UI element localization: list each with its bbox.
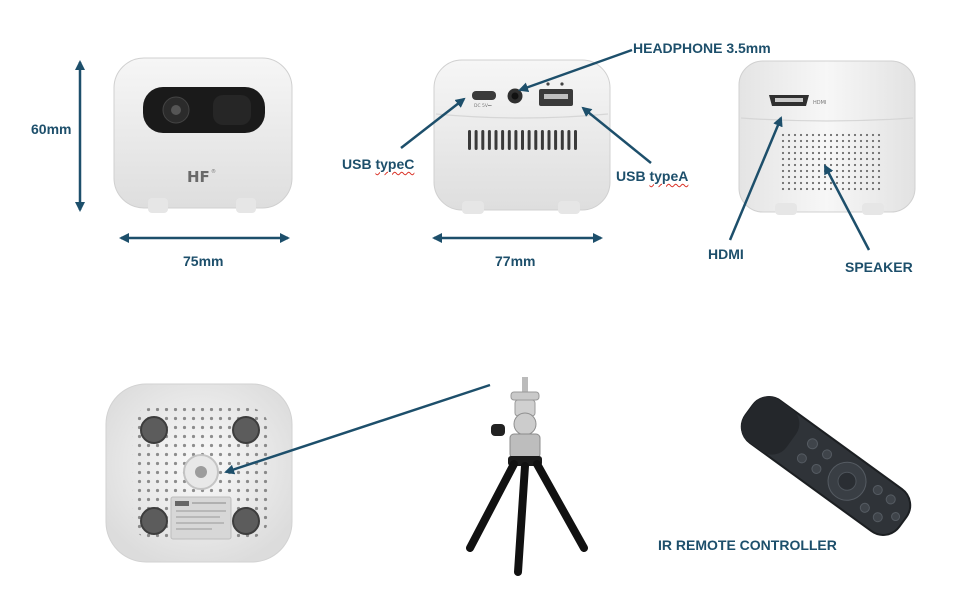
vent-slot	[494, 130, 498, 150]
svg-text:DC 5V⎓: DC 5V⎓	[474, 103, 492, 109]
usb-a-pointer	[581, 106, 652, 164]
tripod	[466, 377, 588, 576]
speaker-label: SPEAKER	[845, 259, 913, 275]
rubber-foot	[140, 416, 168, 444]
vent-slot	[468, 130, 471, 150]
headphone-pointer	[518, 48, 633, 93]
usb-a-label: USB typeA	[616, 168, 689, 184]
vent-slot	[574, 130, 577, 150]
vent-slot	[547, 130, 551, 150]
tripod-knob	[491, 424, 505, 436]
tripod-hub	[509, 433, 541, 459]
front-foot-right	[236, 198, 256, 213]
tripod-leg-right	[533, 460, 588, 552]
vent-slot	[521, 130, 524, 150]
svg-text:HDMI: HDMI	[813, 100, 826, 106]
headphone-label: HEADPHONE 3.5mm	[633, 40, 771, 56]
bottom-view	[105, 383, 293, 563]
height-label: 60mm	[31, 121, 72, 137]
ir-remote	[740, 396, 912, 536]
vent-slot	[487, 130, 491, 150]
rubber-foot	[232, 507, 260, 535]
rubber-foot	[140, 507, 168, 535]
vent-slot	[474, 130, 478, 150]
vent-slot	[540, 130, 544, 150]
ball-head	[513, 412, 537, 436]
hdmi-pointer	[728, 116, 783, 241]
tripod-mount-pointer	[224, 383, 491, 475]
vent-slot	[501, 130, 505, 150]
rubber-foot	[232, 416, 260, 444]
speaker-pointer	[823, 164, 871, 251]
remote-label: IR REMOTE CONTROLLER	[658, 537, 837, 553]
usb-c-pointer	[400, 97, 466, 149]
vent-slot	[527, 130, 531, 150]
vent-slot	[567, 130, 571, 150]
usb-c-port	[472, 91, 496, 100]
tripod-leg-left	[466, 460, 518, 552]
usb-c-label: USB typeC	[342, 156, 415, 172]
front-foot-left	[148, 198, 168, 213]
vent-slot	[507, 130, 511, 150]
vent-slot	[534, 130, 538, 150]
remote-ok-button	[837, 471, 857, 491]
tripod-screw	[522, 377, 528, 395]
remote-power-button	[806, 438, 818, 450]
speaker-grille	[780, 133, 882, 193]
vent-slot	[514, 130, 518, 150]
svg-text:®: ®	[211, 168, 216, 175]
vent-slot	[554, 130, 558, 150]
sensor-window	[213, 95, 251, 125]
side-width-label: 77mm	[495, 253, 536, 269]
vent-slot	[481, 130, 485, 150]
tripod-leg-center	[514, 462, 529, 576]
rear-view: DC 5V⎓	[433, 59, 611, 214]
side-view: HDMI	[738, 60, 916, 215]
vent-slot	[560, 130, 564, 150]
hdmi-label: HDMI	[708, 246, 744, 262]
front-logo: HF	[187, 168, 210, 186]
rear-vent-grille	[468, 130, 577, 150]
front-view: HF ®	[113, 57, 293, 213]
front-width-label: 75mm	[183, 253, 224, 269]
